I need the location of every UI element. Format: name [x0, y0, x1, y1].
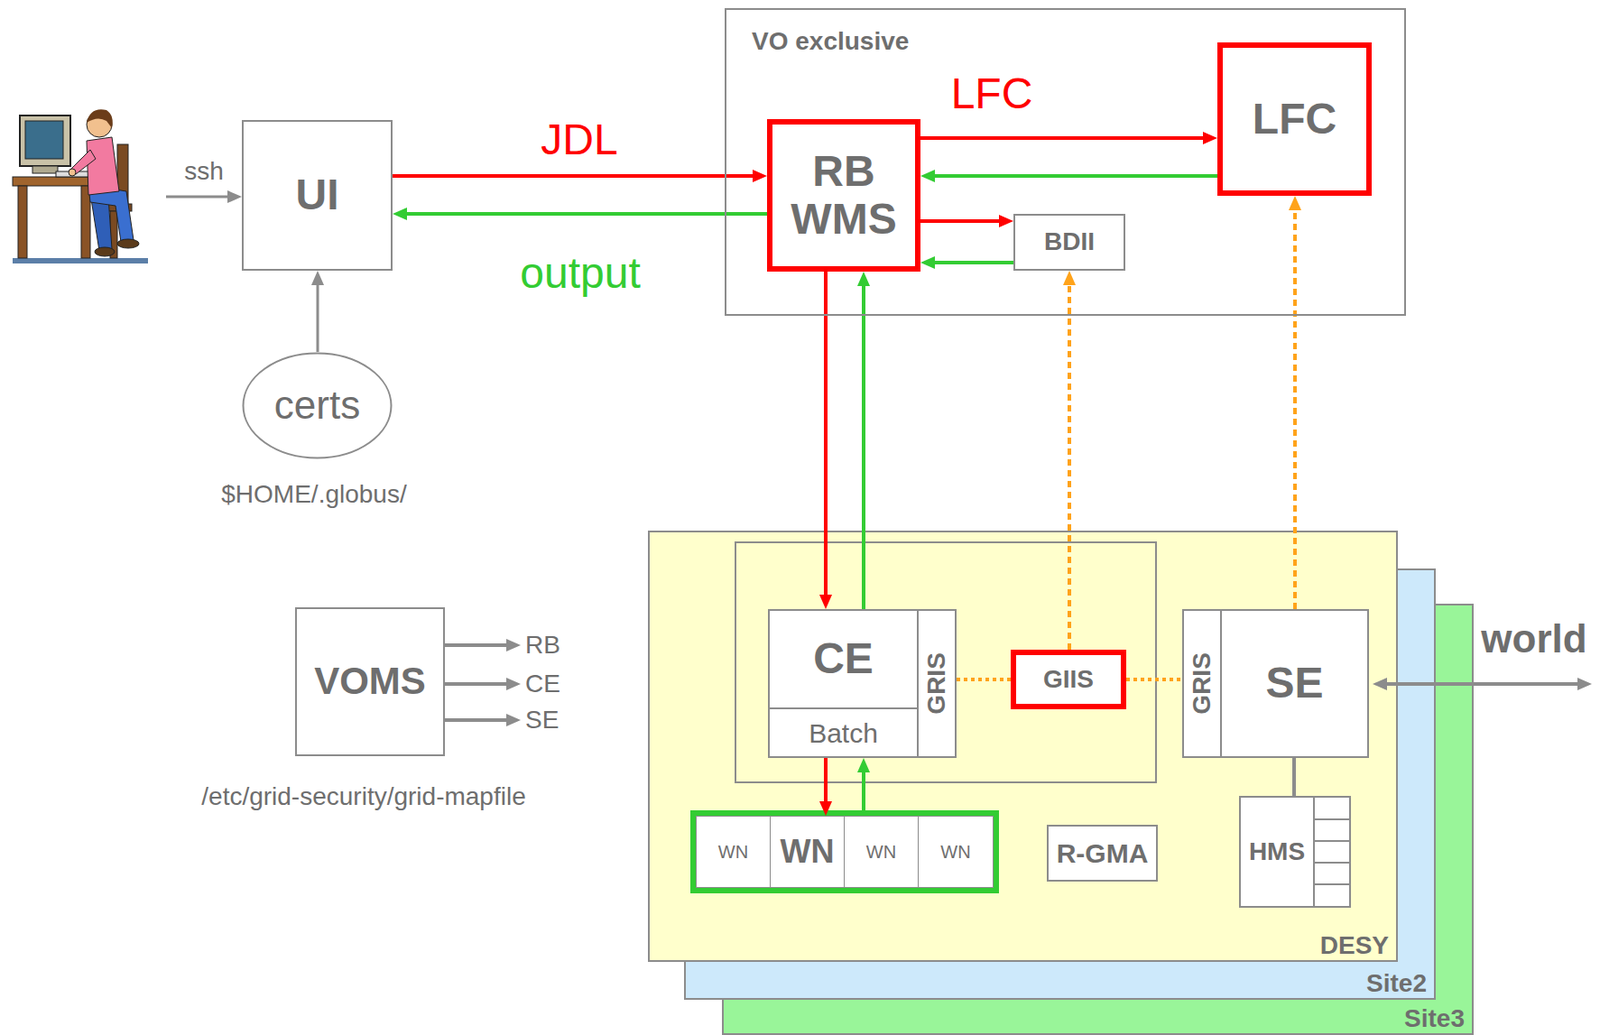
info-strip: GRIS	[1182, 609, 1222, 759]
process-box: UI	[241, 120, 393, 271]
connector	[861, 765, 866, 816]
node-text: WN	[780, 833, 835, 870]
note-label: CE	[525, 670, 561, 699]
cell-box: WN	[769, 815, 845, 888]
mapping-arrow	[444, 643, 514, 648]
hand	[68, 168, 76, 176]
double-arrow	[1379, 682, 1585, 686]
connector	[316, 277, 320, 352]
node-text: RB WMS	[779, 147, 908, 244]
site-region: CEBatchGRISGIISGRISSEWNWNWNWNR-GMAHMSDES…	[647, 530, 1398, 962]
note-label: ssh	[184, 157, 224, 186]
node-text: Site2	[1366, 970, 1427, 999]
process-box: GIIS	[1010, 649, 1127, 710]
user-figure	[12, 109, 148, 264]
desk-top	[12, 176, 100, 186]
node-text: Batch	[769, 707, 917, 757]
process-box: LFC	[1217, 42, 1372, 196]
connector	[1293, 203, 1297, 610]
connector	[1126, 677, 1183, 682]
shoe	[117, 239, 139, 249]
region-box: RB WMS LFC BDII VO exclusive	[724, 8, 1406, 316]
note-label: world	[1480, 617, 1587, 661]
node-text: WN	[940, 841, 971, 862]
ellipse-shape	[243, 353, 392, 459]
login-arrow	[166, 195, 235, 199]
process-box: CEBatch	[767, 609, 919, 759]
cell-divider	[1313, 861, 1350, 864]
edge-label: JDL	[540, 116, 618, 165]
process-box: RB WMS	[767, 119, 921, 272]
desk-leg	[18, 185, 28, 259]
storage-box: HMS	[1239, 795, 1351, 908]
info-strip: GRIS	[916, 609, 957, 759]
note-label: /etc/grid-security/grid-mapfile	[201, 783, 526, 812]
shoe	[94, 247, 115, 257]
connector	[392, 174, 760, 178]
monitor-screen	[25, 120, 64, 159]
floor	[12, 258, 148, 264]
connector	[1067, 277, 1072, 650]
node-text: GIIS	[1043, 665, 1094, 694]
monitor	[19, 115, 71, 167]
connector	[823, 271, 828, 602]
node-text: VOMS	[314, 660, 426, 703]
node-text: CE	[769, 610, 917, 708]
node-text: Site3	[1404, 1005, 1465, 1034]
connector	[956, 677, 1011, 682]
mapping-arrow	[444, 682, 514, 686]
torso	[86, 137, 120, 195]
connector	[927, 174, 1218, 178]
process-box: R-GMA	[1046, 824, 1158, 882]
connector	[1292, 758, 1296, 796]
process-box: VOMS	[295, 607, 445, 757]
cell-box: WN	[695, 815, 771, 888]
edge-label: output	[519, 249, 640, 298]
hair	[86, 109, 113, 129]
edge-label: LFC	[951, 70, 1034, 119]
node-text: LFC	[1252, 95, 1337, 144]
node-text: DESY	[1320, 932, 1389, 961]
node-text: GRIS	[923, 652, 952, 714]
node-text: SE	[1265, 659, 1323, 708]
group-frame	[735, 542, 1157, 783]
connector	[823, 758, 828, 809]
node-text: VO exclusive	[751, 27, 909, 56]
connector	[920, 219, 1007, 223]
connector	[927, 260, 1014, 265]
cell-divider	[1313, 840, 1350, 842]
note-label: RB	[525, 631, 561, 660]
note-label: $HOME/.globus/	[221, 480, 407, 509]
node-text: BDII	[1044, 228, 1095, 257]
process-box: BDII	[1013, 213, 1126, 271]
node-text: certs	[274, 383, 361, 427]
node-text: UI	[295, 171, 340, 220]
cell-divider	[1313, 883, 1350, 886]
desk-leg	[81, 185, 91, 259]
worker-frame	[693, 813, 997, 891]
node-text: WN	[866, 841, 897, 862]
cell-box: WN	[843, 815, 919, 888]
cell-box: WN	[917, 815, 994, 888]
node-text: WN	[718, 841, 749, 862]
site-fill	[648, 531, 1397, 962]
connector	[920, 136, 1211, 140]
ellipse-node: certs	[241, 351, 393, 460]
cell-divider	[1313, 797, 1315, 907]
cell-divider	[1313, 818, 1350, 821]
storage-cells	[1313, 797, 1350, 907]
process-box: SE	[1220, 609, 1369, 759]
node-text: R-GMA	[1056, 838, 1149, 869]
connector	[399, 212, 768, 216]
connector	[861, 278, 866, 610]
monitor-stand	[32, 166, 58, 174]
mapping-arrow	[444, 718, 514, 722]
node-text: GRIS	[1188, 652, 1217, 714]
note-label: SE	[525, 706, 559, 735]
node-text: HMS	[1248, 838, 1305, 867]
